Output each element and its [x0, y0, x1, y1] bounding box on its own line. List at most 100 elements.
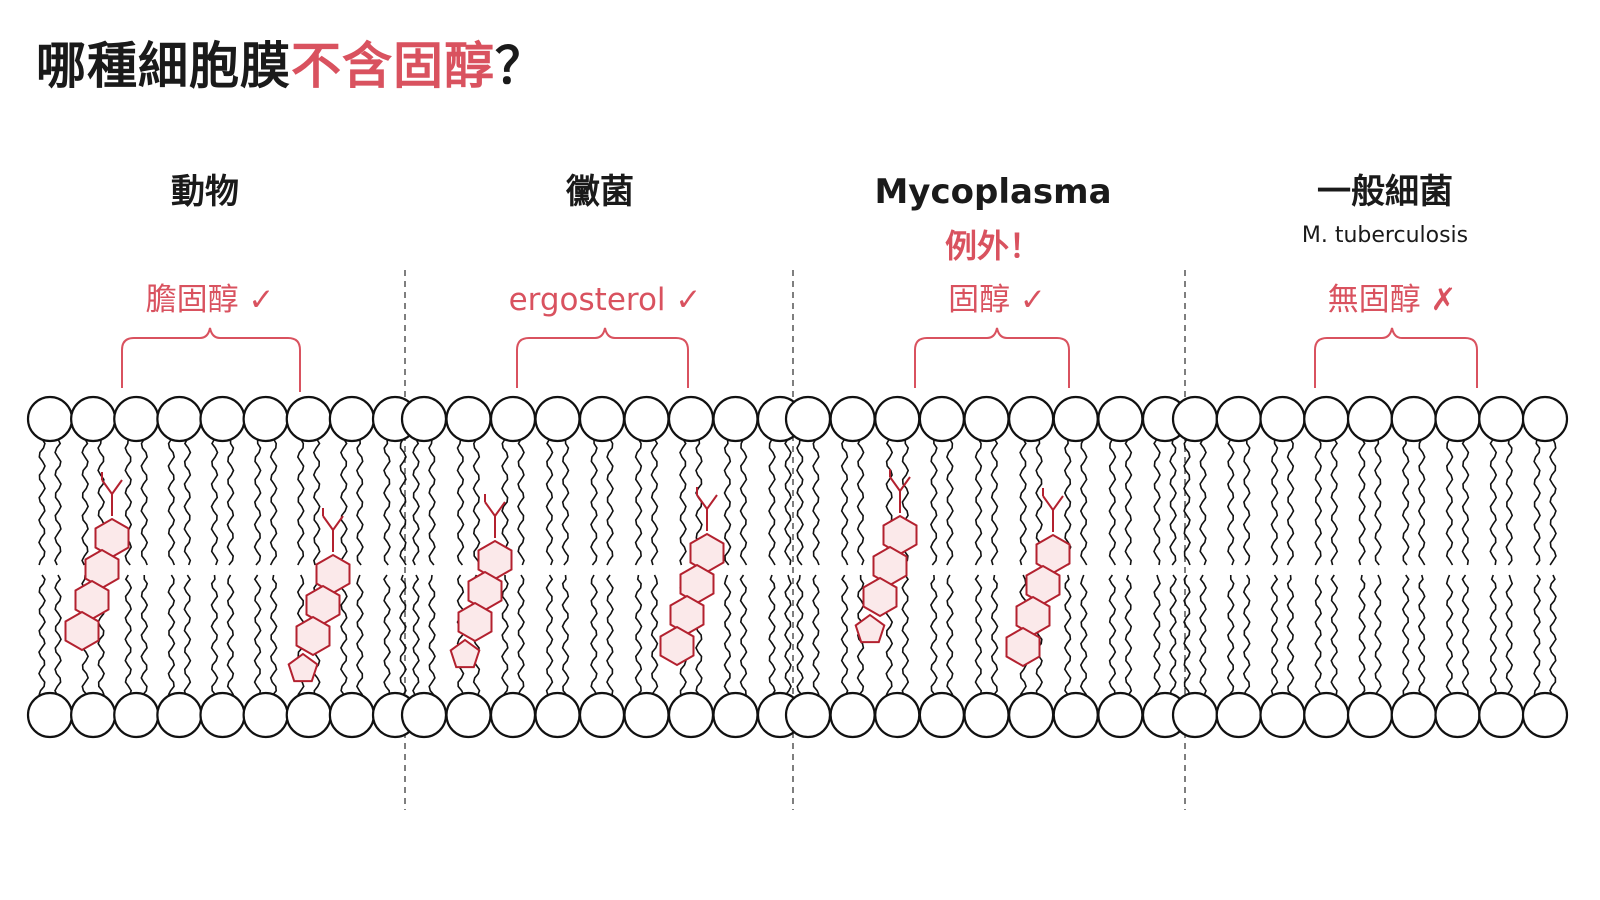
phospholipid-head — [918, 395, 965, 443]
phospholipid-head — [242, 691, 289, 739]
lipid-tail — [1124, 574, 1133, 696]
lipid-tail — [1401, 574, 1410, 696]
lipid-tail — [383, 438, 391, 566]
lipid-tail — [1063, 574, 1072, 696]
lipid-tail — [650, 438, 659, 566]
phospholipid-head — [1303, 395, 1350, 443]
lipid-tail — [723, 438, 732, 566]
phospholipid-head — [1171, 691, 1219, 739]
lipid-tail — [930, 438, 938, 566]
lipid-tail — [1489, 574, 1498, 696]
membrane-bilayer — [784, 395, 1189, 739]
phospholipid-head — [667, 395, 715, 443]
lipid-tail — [412, 438, 420, 566]
membrane-bilayer — [1171, 395, 1569, 739]
lipid-tail — [679, 438, 687, 566]
phospholipid-head — [1390, 691, 1437, 739]
phospholipid-head — [1215, 395, 1262, 443]
lipid-tail — [54, 574, 62, 696]
lipid-tail — [1242, 574, 1251, 696]
phospholipid-head — [874, 395, 921, 443]
phospholipid-head — [400, 691, 448, 739]
phospholipid-head — [1008, 691, 1055, 739]
lipid-tail — [1242, 438, 1251, 566]
lipid-tail — [140, 438, 149, 566]
sterol-side-chain — [889, 469, 911, 513]
sterol-molecules — [64, 469, 1071, 683]
lipid-tail — [650, 574, 659, 696]
lipid-tail — [226, 438, 235, 566]
phospholipid-head — [1097, 395, 1144, 443]
phospholipid-head — [667, 691, 715, 739]
lipid-tail — [545, 438, 554, 566]
sterol-molecule — [64, 472, 130, 652]
lipid-tail — [1270, 574, 1279, 696]
lipid-tail — [856, 574, 865, 696]
phospholipid-head — [156, 395, 203, 443]
phospholipid-head — [1215, 691, 1262, 739]
phospholipid-head — [623, 395, 670, 443]
lipid-tail — [412, 574, 420, 696]
bracket-bacteria — [1314, 327, 1478, 388]
lipid-tail — [517, 438, 525, 566]
membrane-bilayer — [26, 395, 419, 739]
lipid-tail — [723, 574, 732, 696]
phospholipid-head — [489, 691, 537, 739]
lipid-tail — [517, 574, 525, 696]
bacteria-example-subheading: M. tuberculosis — [1302, 223, 1468, 248]
lipid-tail — [1533, 438, 1541, 566]
phospholipid-head — [1008, 395, 1055, 443]
sterol-molecule — [287, 508, 351, 683]
lipid-tail — [399, 574, 407, 696]
lipid-tail — [796, 574, 804, 696]
lipid-tail — [990, 438, 999, 566]
lipid-tail — [1199, 574, 1207, 696]
sterol-molecule — [854, 469, 918, 644]
lipid-tail — [796, 438, 804, 566]
lipid-tail — [1183, 438, 1191, 566]
lipid-tail — [38, 438, 46, 566]
phospholipid-head — [784, 395, 832, 443]
lipid-tail — [124, 574, 133, 696]
sterol-side-chain — [1042, 488, 1064, 532]
lipid-tail — [1108, 574, 1117, 696]
sterol-side-chain — [484, 494, 506, 538]
sterol-side-chain — [696, 487, 718, 531]
membranes — [26, 395, 1569, 739]
phospholipid-head — [784, 691, 832, 739]
phospholipid-head — [1171, 395, 1219, 443]
lipid-tail — [974, 574, 983, 696]
lipid-tail — [253, 438, 262, 566]
lipid-tail — [81, 438, 89, 566]
phospholipid-head — [1478, 691, 1525, 739]
page-title: 哪種細胞膜不含固醇？ — [36, 36, 546, 96]
lipid-tail — [124, 438, 133, 566]
lipid-tail — [1505, 574, 1514, 696]
phospholipid-head — [1390, 395, 1437, 443]
lipid-tail — [856, 438, 865, 566]
sterol-ring — [457, 601, 493, 643]
phospholipid-head — [1521, 691, 1569, 739]
sterol-ring — [659, 625, 695, 667]
lipid-tail — [1505, 438, 1514, 566]
column-heading-mycoplasma: Mycoplasma — [874, 172, 1111, 212]
lipid-tail — [946, 438, 954, 566]
phospholipid-head — [963, 691, 1010, 739]
lipid-tail — [812, 438, 820, 566]
lipid-tail — [226, 574, 235, 696]
phospholipid-head — [712, 691, 759, 739]
lipid-tail — [1153, 438, 1161, 566]
lipid-tail — [768, 438, 776, 566]
lipid-tail — [183, 438, 192, 566]
phospholipid-head — [578, 691, 626, 739]
lipid-tail — [339, 574, 348, 696]
sterol-side-chain — [322, 508, 344, 552]
lipid-tail — [1358, 574, 1366, 696]
lipid-tail — [1270, 438, 1279, 566]
title-part-accent: 不含固醇 — [291, 37, 495, 95]
lipid-tail — [1461, 574, 1470, 696]
lipid-tail — [269, 438, 278, 566]
phospholipid-head — [918, 691, 965, 739]
lipid-tail — [1226, 574, 1235, 696]
